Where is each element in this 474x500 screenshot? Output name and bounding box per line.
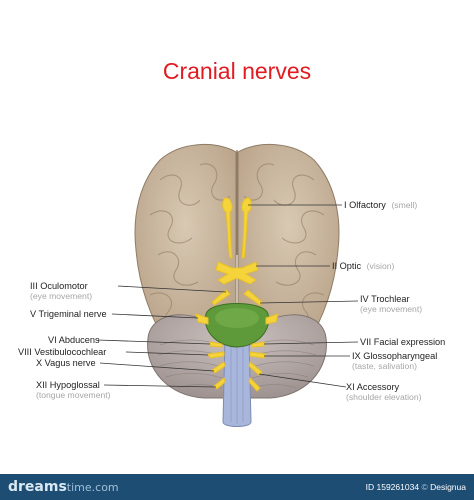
glossopharyngeal-nerve <box>249 351 267 359</box>
author-name: Designua <box>430 482 466 492</box>
label-facial: VII Facial expression <box>360 337 445 347</box>
label-oculomotor: III Oculomotor (eye movement) <box>30 281 92 301</box>
pons-highlight <box>215 308 259 328</box>
label-optic: II Optic (vision) <box>332 261 394 271</box>
label-vestibulocochlear-name: VIII Vestibulocochlear <box>18 347 107 357</box>
label-olfactory: I Olfactory (smell) <box>344 200 417 210</box>
cranial-nerve-paths <box>195 197 279 392</box>
label-vagus: X Vagus nerve <box>36 358 96 368</box>
label-hypoglossal-sub: (tongue movement) <box>36 390 111 400</box>
label-hypoglossal: XII Hypoglossal (tongue movement) <box>36 380 111 400</box>
stock-footer-bar: dreamstime.com ID 159261034 © Designua <box>0 474 474 500</box>
leader-lines <box>97 204 359 388</box>
label-olfactory-sub: (smell) <box>391 200 418 210</box>
label-olfactory-name: I Olfactory <box>344 200 386 210</box>
brain-illustration <box>97 143 359 427</box>
copyright-symbol: © <box>421 482 428 492</box>
olfactory-bulb-left <box>222 197 233 259</box>
trochlear-nerve <box>243 289 263 306</box>
label-accessory: XI Accessory (shoulder elevation) <box>346 382 421 402</box>
abducens-nerve <box>209 341 223 348</box>
label-vestibulocochlear: VIII Vestibulocochlear <box>18 347 106 357</box>
label-accessory-name: XI Accessory <box>346 382 400 392</box>
trigeminal-nerve-left <box>195 313 209 325</box>
olfactory-bulb-right <box>241 197 252 259</box>
label-abducens: VI Abducens <box>48 335 100 345</box>
brainstem-stripes <box>230 345 244 424</box>
diagram-title: Cranial nerves <box>162 58 312 84</box>
optic-chiasm <box>215 261 259 285</box>
image-id-credit: ID 159261034 © Designua <box>366 482 466 492</box>
label-optic-name: II Optic <box>332 261 362 271</box>
vagus-nerve <box>211 361 226 374</box>
label-trochlear-name: IV Trochlear <box>360 294 410 304</box>
accessory-nerve <box>248 361 263 376</box>
facial-nerve <box>251 341 265 348</box>
cerebrum-right-hemisphere <box>237 143 340 346</box>
hypoglossal-nerve <box>213 377 226 390</box>
label-trochlear-sub: (eye movement) <box>360 304 423 314</box>
label-abducens-name: VI Abducens <box>48 335 100 345</box>
label-glossopharyngeal-sub: (taste, salivation) <box>352 361 417 371</box>
label-glossopharyngeal-name: IX Glossopharyngeal <box>352 351 438 361</box>
label-trigeminal-name: V Trigeminal nerve <box>30 309 107 319</box>
label-vagus-name: X Vagus nerve <box>36 358 96 368</box>
label-glossopharyngeal: IX Glossopharyngeal (taste, salivation) <box>352 351 437 371</box>
label-hypoglossal-name: XII Hypoglossal <box>36 380 100 390</box>
vestibulocochlear-nerve <box>207 351 225 359</box>
label-oculomotor-sub: (eye movement) <box>30 291 93 301</box>
label-oculomotor-name: III Oculomotor <box>30 281 88 291</box>
label-facial-name: VII Facial expression <box>360 337 446 347</box>
cerebrum-left-hemisphere <box>134 143 237 346</box>
label-trochlear: IV Trochlear (eye movement) <box>360 294 422 314</box>
label-optic-sub: (vision) <box>366 261 395 271</box>
image-id: ID 159261034 <box>365 482 420 492</box>
label-trigeminal: V Trigeminal nerve <box>30 309 107 319</box>
trigeminal-nerve-right <box>265 313 279 325</box>
oculomotor-nerve <box>211 289 231 306</box>
label-accessory-sub: (shoulder elevation) <box>346 392 422 402</box>
stock-brand-logo: dreamstime.com <box>8 479 119 495</box>
spinal-accessory-root <box>248 377 261 392</box>
